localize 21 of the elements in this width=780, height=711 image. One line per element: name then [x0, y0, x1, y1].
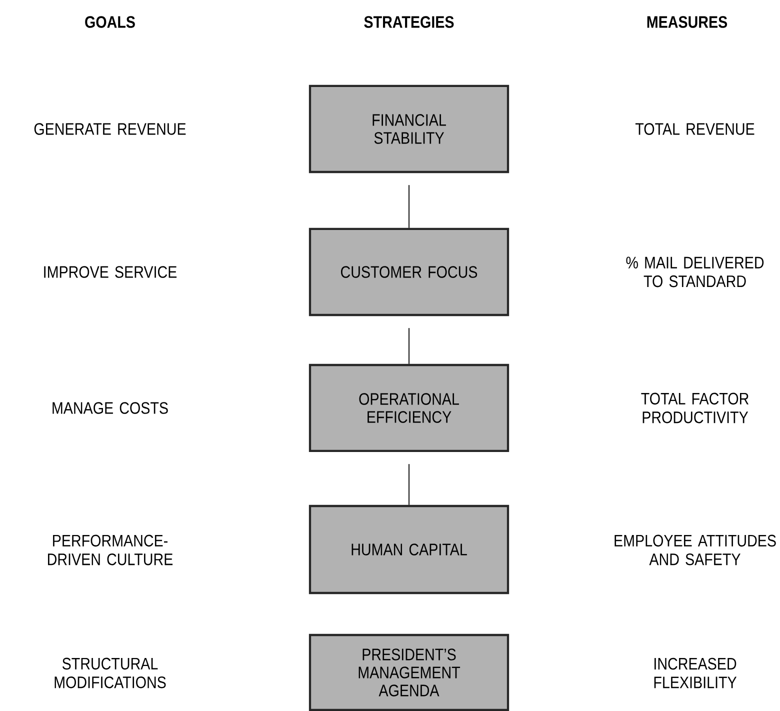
- goal-label: MANAGE COSTS: [52, 402, 168, 414]
- goal-label: IMPROVE SERVICE: [44, 266, 177, 278]
- column-heading: STRATEGIES: [364, 16, 454, 28]
- measure-label: TOTAL FACTOR PRODUCTIVITY: [641, 392, 749, 424]
- column-heading: GOALS: [85, 16, 135, 28]
- strategy-box: OPERATIONAL EFFICIENCY: [308, 364, 510, 452]
- goal-label: GENERATE REVENUE: [34, 123, 186, 135]
- column-heading: MEASURES: [647, 16, 728, 28]
- measure-label: TOTAL REVENUE: [635, 123, 754, 135]
- connector-line: [408, 464, 410, 505]
- strategy-box: HUMAN CAPITAL: [308, 504, 510, 594]
- strategy-box: PRESIDENT’S MANAGEMENT AGENDA: [308, 634, 510, 711]
- goal-label: PERFORMANCE-DRIVEN CULTURE: [48, 534, 173, 566]
- connector-line: [408, 328, 410, 364]
- measure-label: INCREASED FLEXIBILITY: [654, 658, 737, 688]
- strategy-box: FINANCIAL STABILITY: [308, 84, 510, 174]
- strategy-box: CUSTOMER FOCUS: [308, 228, 510, 316]
- goal-label: STRUCTURAL MODIFICATIONS: [54, 658, 166, 688]
- connector-line: [408, 185, 410, 228]
- measure-label: EMPLOYEE ATTITUDES AND SAFETY: [614, 534, 776, 566]
- measure-label: % MAIL DELIVERED TO STANDARD: [626, 256, 764, 288]
